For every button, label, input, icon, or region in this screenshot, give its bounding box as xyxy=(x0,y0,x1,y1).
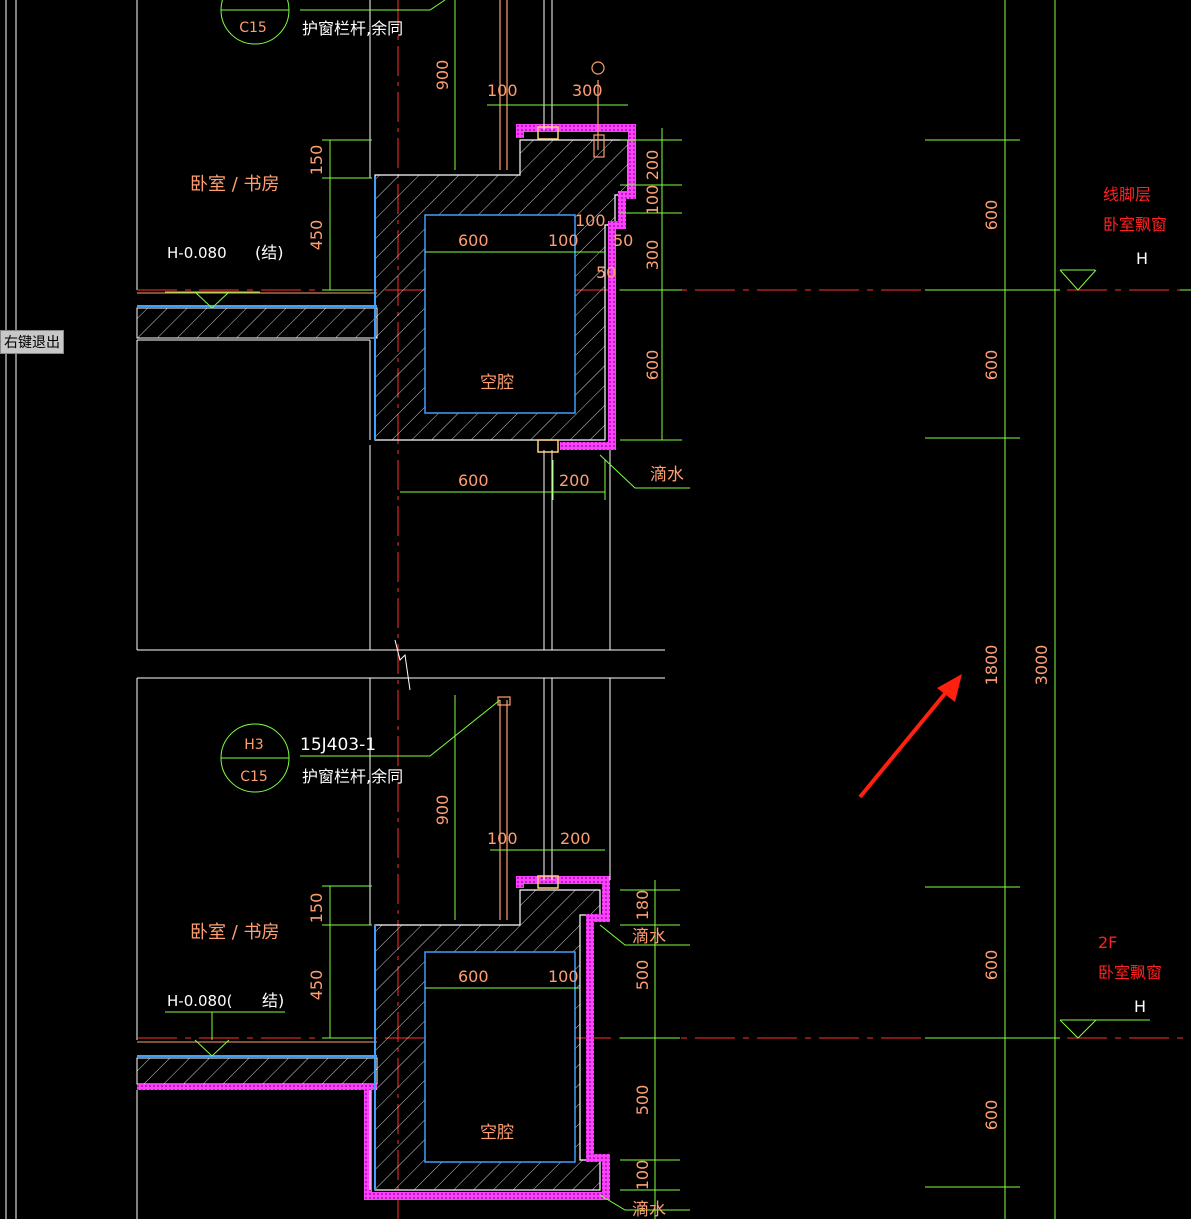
dimension-text-sill_w: 100 xyxy=(487,829,518,848)
dimension-text-d1800: 1800 xyxy=(982,645,1001,686)
annotation-arrow-icon xyxy=(858,674,962,799)
dimension-text-d180: 180 xyxy=(633,890,652,921)
dimension-text-top_w: 200 xyxy=(560,829,591,848)
lower-bay-window xyxy=(364,876,610,1200)
middle-slab xyxy=(137,639,665,691)
upper-floor-slab xyxy=(136,292,378,339)
upper-drip-label: 滴水 xyxy=(650,465,684,485)
lower-detail-bottom: C15 xyxy=(240,769,268,785)
upper-cavity-label: 空腔 xyxy=(480,373,514,393)
level1-line1: 线脚层 xyxy=(1103,185,1151,204)
upper-room-label: 卧室 / 书房 xyxy=(190,174,280,195)
lower-dimension-texts: 900 100 200 150 450 600 100 180 500 500 … xyxy=(307,795,652,1191)
right-dimension-texts: 600 600 1800 600 600 3000 xyxy=(982,200,1051,1131)
left-frame-lines xyxy=(5,0,371,1219)
lower-detail-top: H3 xyxy=(244,737,263,753)
dimension-text-sill_w: 100 xyxy=(487,81,518,100)
dimension-text-d150: 150 xyxy=(307,893,326,924)
dimension-text-d100: 100 xyxy=(548,967,579,986)
railings xyxy=(497,0,605,920)
lower-level-tag: 结) xyxy=(262,991,284,1010)
upper-detail-note: 护窗栏杆,余同 xyxy=(302,19,403,38)
dimension-text-d600a: 600 xyxy=(458,231,489,250)
dimension-text-d600v: 600 xyxy=(643,350,662,381)
dimension-text-d100c: 100 xyxy=(633,1160,652,1191)
dimension-text-d50a: 50 xyxy=(613,231,633,250)
dimension-text-bot600: 600 xyxy=(458,471,489,490)
dimension-text-d600a: 600 xyxy=(982,200,1001,231)
lower-level-label: H-0.080( xyxy=(167,992,233,1010)
dimension-text-d50b: 50 xyxy=(596,263,616,282)
level1-h: H xyxy=(1136,249,1148,268)
dimension-text-d200v: 200 xyxy=(643,150,662,181)
dimension-text-d100a: 100 xyxy=(548,231,579,250)
dimension-text-total: 3000 xyxy=(1032,645,1051,686)
leader-lines xyxy=(300,0,690,1211)
dimension-text-d100v: 100 xyxy=(643,185,662,216)
lower-detail-ref: 15J403-1 xyxy=(300,735,376,755)
upper-level-label: H-0.080 xyxy=(167,244,227,262)
right-level-notes: 线脚层 卧室飘窗 H 2F 卧室飘窗 H xyxy=(1098,185,1167,1016)
dimension-text-d100b: 100 xyxy=(575,211,606,230)
lower-detail-note: 护窗栏杆,余同 xyxy=(302,767,403,786)
dimension-text-d600b: 600 xyxy=(982,350,1001,381)
dimension-text-d150: 150 xyxy=(307,145,326,176)
right-click-exit-tooltip: 右键退出 xyxy=(0,330,64,354)
dimension-text-top_w: 300 xyxy=(572,81,603,100)
dimension-text-rail_h: 900 xyxy=(433,795,452,826)
lower-drip-label-2: 滴水 xyxy=(632,1200,666,1219)
dimension-text-bot200: 200 xyxy=(559,471,590,490)
dimension-text-d450: 450 xyxy=(307,220,326,251)
dimension-lines xyxy=(322,0,1191,1219)
dimension-text-d300v: 300 xyxy=(643,240,662,271)
dimension-text-rail_h: 900 xyxy=(433,60,452,91)
lower-drip-label-1: 滴水 xyxy=(632,927,666,947)
upper-bay-window xyxy=(374,124,636,450)
level-markers xyxy=(165,291,285,1057)
detail-callout-upper: C15 xyxy=(220,0,290,45)
dimension-text-d600c: 600 xyxy=(982,950,1001,981)
level1-line2: 卧室飘窗 xyxy=(1103,215,1167,234)
upper-dimension-texts: 900 100 300 150 450 600 100 50 100 50 20… xyxy=(307,60,662,490)
dimension-text-d500b: 500 xyxy=(633,1085,652,1116)
window-frames xyxy=(537,126,559,889)
dimension-text-d500a: 500 xyxy=(633,960,652,991)
interior-lines xyxy=(137,339,371,1190)
dimension-text-d450: 450 xyxy=(307,970,326,1001)
detail-callout-lower: H3 C15 xyxy=(220,723,290,793)
lower-cavity-label: 空腔 xyxy=(480,1123,514,1143)
upper-detail-top: C15 xyxy=(239,20,267,36)
upper-level-tag: (结) xyxy=(255,243,284,262)
lower-floor-slab xyxy=(136,1041,378,1090)
window-glazing xyxy=(543,0,611,880)
level2-line2: 卧室飘窗 xyxy=(1098,963,1162,982)
dimension-text-d600: 600 xyxy=(458,967,489,986)
lower-room-label: 卧室 / 书房 xyxy=(190,922,280,943)
level2-line1: 2F xyxy=(1098,933,1117,952)
dimension-text-d600d: 600 xyxy=(982,1100,1001,1131)
level2-h: H xyxy=(1134,997,1146,1016)
